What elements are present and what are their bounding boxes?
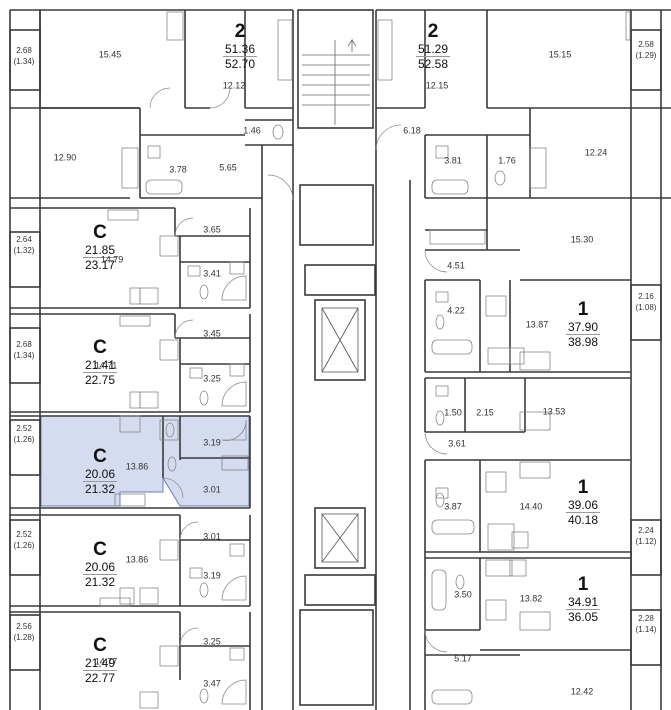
room-area-label: 13.86 [125, 554, 149, 565]
total-area: 22.77 [84, 671, 116, 685]
room-area-label: 12.12 [222, 80, 246, 91]
room-area-label: 12.90 [53, 152, 77, 163]
room-area-label: 3.78 [169, 164, 187, 175]
room-area-label: 14.40 [519, 501, 543, 512]
room-area-label: 4.22 [447, 305, 465, 316]
room-area-label: 1.76 [498, 155, 516, 166]
living-area: 34.91 [565, 595, 601, 610]
room-area-label: 3.01 [203, 531, 221, 542]
apartment-type: С [93, 539, 107, 560]
living-area: 37.90 [565, 320, 601, 335]
total-area: 38.98 [567, 335, 599, 349]
room-area-label: 1.46 [243, 125, 261, 136]
apartment-type: 1 [577, 477, 589, 498]
total-area: 52.70 [224, 57, 256, 71]
apartment-type: С [93, 222, 107, 243]
total-area: 21.32 [84, 482, 116, 496]
room-area-label: 13.53 [542, 406, 566, 417]
room-area-label: 3.47 [203, 678, 221, 689]
apartment-type: С [93, 446, 107, 467]
doors [149, 87, 448, 653]
total-area: 21.32 [84, 575, 116, 589]
room-area-label: 3.19 [203, 570, 221, 581]
room-area-label: 3.41 [203, 268, 221, 279]
room-area-label: 3.50 [454, 589, 472, 600]
room-area-label: 3.19 [203, 437, 221, 448]
apartment-type: 1 [577, 299, 589, 320]
room-area-label: 15.30 [570, 234, 594, 245]
room-area-label: 14.77 [94, 656, 118, 667]
balcony-area-label: 2.68(1.34) [13, 46, 35, 66]
room-area-label: 3.45 [203, 328, 221, 339]
fixtures [119, 19, 529, 709]
room-area-label: 4.51 [447, 260, 465, 271]
room-area-label: 5.17 [454, 653, 472, 664]
living-area: 20.06 [82, 560, 118, 575]
room-area-label: 13.87 [525, 319, 549, 330]
room-area-label: 13.82 [519, 593, 543, 604]
balcony-area-label: 2.24(1.12) [635, 526, 657, 546]
balcony-area-label: 2.52(1.26) [13, 424, 35, 444]
apartment-type: 1 [577, 574, 589, 595]
room-area-label: 12.42 [570, 686, 594, 697]
balcony-area-label: 2.64(1.32) [13, 235, 35, 255]
apartment-type: 2 [427, 21, 439, 42]
balcony-area-label: 2.16(1.08) [635, 292, 657, 312]
staircase [302, 38, 370, 125]
living-area: 51.29 [415, 42, 451, 57]
living-area: 20.06 [82, 467, 118, 482]
balcony-area-label: 2.28(1.14) [635, 614, 657, 634]
living-area: 21.49 [82, 656, 118, 671]
balcony-area-label: 2.68(1.34) [13, 340, 35, 360]
apartment-type: С [93, 635, 107, 656]
room-area-label: 14.79 [100, 254, 124, 265]
room-area-label: 3.87 [444, 501, 462, 512]
apartment-type: С [93, 337, 107, 358]
room-area-label: 6.18 [403, 125, 421, 136]
room-area-label: 3.65 [203, 224, 221, 235]
room-area-label: 1.50 [444, 407, 462, 418]
living-area: 39.06 [565, 498, 601, 513]
room-area-label: 2.15 [476, 407, 494, 418]
walls [9, 9, 671, 710]
room-area-label: 15.15 [548, 49, 572, 60]
room-area-label: 14.71 [94, 360, 118, 371]
total-area: 40.18 [567, 513, 599, 527]
apartment-type: 2 [234, 21, 246, 42]
living-area: 21.85 [82, 243, 118, 258]
room-area-label: 3.01 [203, 484, 221, 495]
room-area-label: 3.61 [448, 438, 466, 449]
balcony-area-label: 2.58(1.29) [635, 40, 657, 60]
living-area: 51.36 [222, 42, 258, 57]
room-area-label: 15.45 [98, 49, 122, 60]
room-area-label: 3.81 [444, 155, 462, 166]
room-area-label: 5.65 [219, 162, 237, 173]
total-area: 36.05 [567, 610, 599, 624]
balcony-area-label: 2.56(1.28) [13, 622, 35, 642]
balcony-area-label: 2.52(1.26) [13, 530, 35, 550]
room-area-label: 3.25 [203, 373, 221, 384]
room-area-label: 12.24 [584, 147, 608, 158]
room-area-label: 12.15 [425, 80, 449, 91]
radiators [99, 11, 631, 631]
room-area-label: 13.86 [125, 461, 149, 472]
total-area: 22.75 [84, 373, 116, 387]
elevator-shafts [321, 307, 359, 563]
total-area: 23.17 [84, 258, 116, 272]
total-area: 52.58 [417, 57, 449, 71]
room-area-label: 3.25 [203, 636, 221, 647]
living-area: 21.41 [82, 358, 118, 373]
